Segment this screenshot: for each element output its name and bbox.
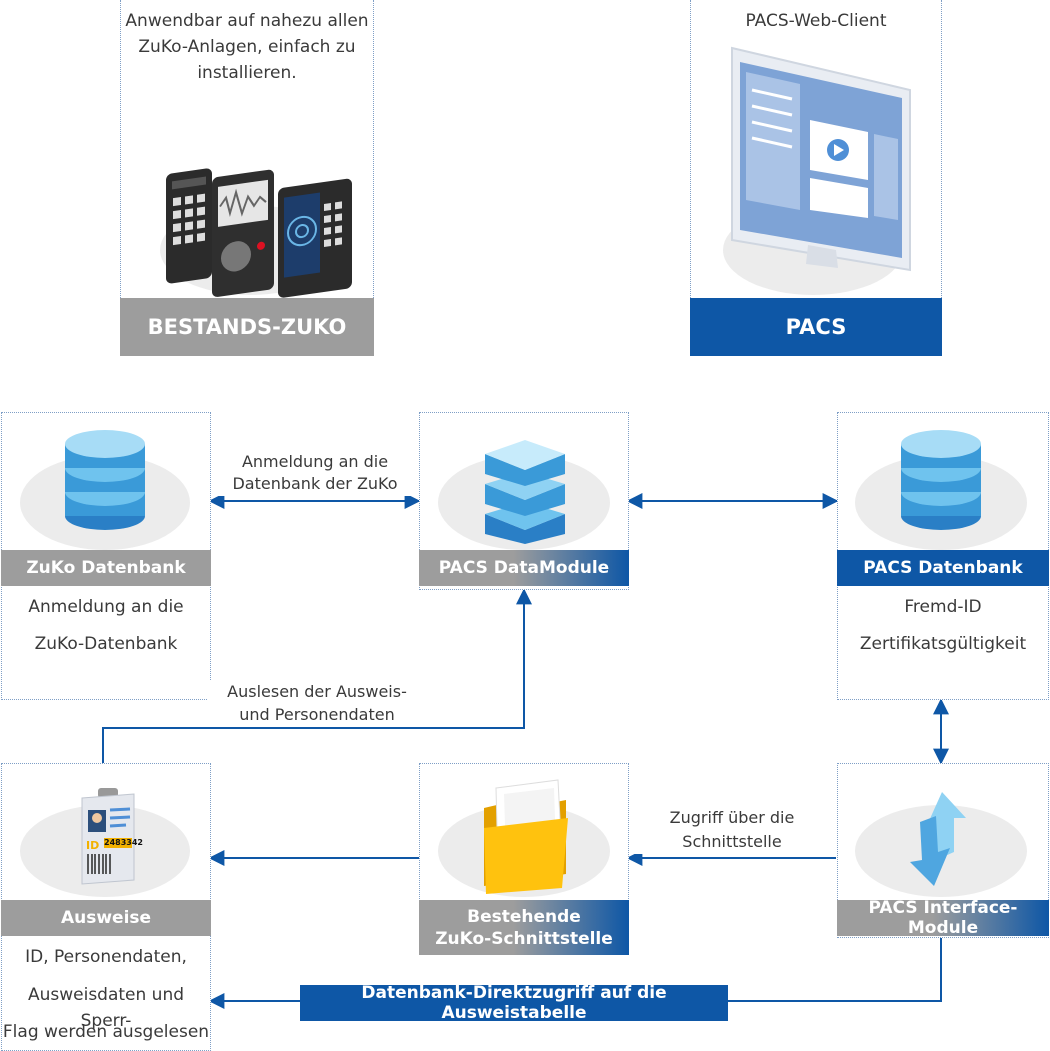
ausweise-text-1: ID, Personendaten, bbox=[25, 947, 187, 967]
id-card-icon bbox=[81, 788, 135, 885]
bestands-zuko-label: BESTANDS-ZUKO bbox=[120, 298, 374, 356]
zuko-datenbank-label: ZuKo Datenbank bbox=[1, 550, 211, 586]
monitor-icon bbox=[731, 46, 911, 272]
access-terminals-icon bbox=[166, 168, 352, 298]
edge-anmeldung-label-2: Datenbank der ZuKo bbox=[214, 472, 416, 496]
ausweise-text-2: Ausweisdaten und Sperr- bbox=[27, 985, 185, 1031]
pacs-caption: PACS-Web-Client bbox=[745, 11, 887, 31]
edge-zugriff-label-1: Zugriff über die bbox=[634, 806, 830, 830]
folder-icon bbox=[484, 779, 568, 894]
schnittstelle-label-line-1: Bestehende bbox=[467, 906, 581, 927]
zuko-db-text-1: Anmeldung an die bbox=[28, 597, 184, 617]
pacs-label: PACS bbox=[690, 298, 942, 356]
id-card-tag: ID bbox=[86, 839, 100, 852]
edge-zugriff-label-2: Schnittstelle bbox=[634, 830, 830, 854]
ausweise-label: Ausweise bbox=[1, 900, 211, 936]
pacs-datamodule-label: PACS DataModule bbox=[419, 550, 629, 586]
pacs-db-text-1: Fremd-ID bbox=[904, 597, 982, 617]
edge-anmeldung-label-1: Anmeldung an die bbox=[214, 450, 416, 474]
transfer-arrows-icon bbox=[910, 792, 966, 886]
edge-auslesen-label-1: Auslesen der Ausweis- bbox=[208, 680, 426, 704]
ausweise-text-3: Flag werden ausgelesen bbox=[2, 1022, 210, 1042]
database-icon bbox=[65, 430, 145, 530]
bestands-caption: Anwendbar auf nahezu allen ZuKo-Anlagen,… bbox=[125, 11, 369, 83]
server-icon bbox=[485, 440, 565, 544]
schnittstelle-label-line-2: ZuKo-Schnittstelle bbox=[435, 928, 613, 949]
zuko-db-text-2: ZuKo-Datenbank bbox=[34, 634, 178, 654]
edge-ausweise-datamodule bbox=[102, 588, 532, 763]
edge-direktzugriff-label: Datenbank-Direktzugriff auf die Ausweist… bbox=[300, 983, 728, 1023]
zuko-schnittstelle-label: Bestehende ZuKo-Schnittstelle bbox=[419, 900, 629, 955]
database-icon bbox=[901, 430, 981, 530]
edge-auslesen-label-2: und Personendaten bbox=[239, 705, 395, 724]
pacs-datenbank-label: PACS Datenbank bbox=[837, 550, 1049, 586]
pacs-interface-label: PACS Interface-Module bbox=[837, 898, 1049, 938]
pacs-db-text-2: Zertifikatsgültigkeit bbox=[859, 634, 1027, 654]
id-card-number: 2483342 bbox=[104, 838, 143, 847]
